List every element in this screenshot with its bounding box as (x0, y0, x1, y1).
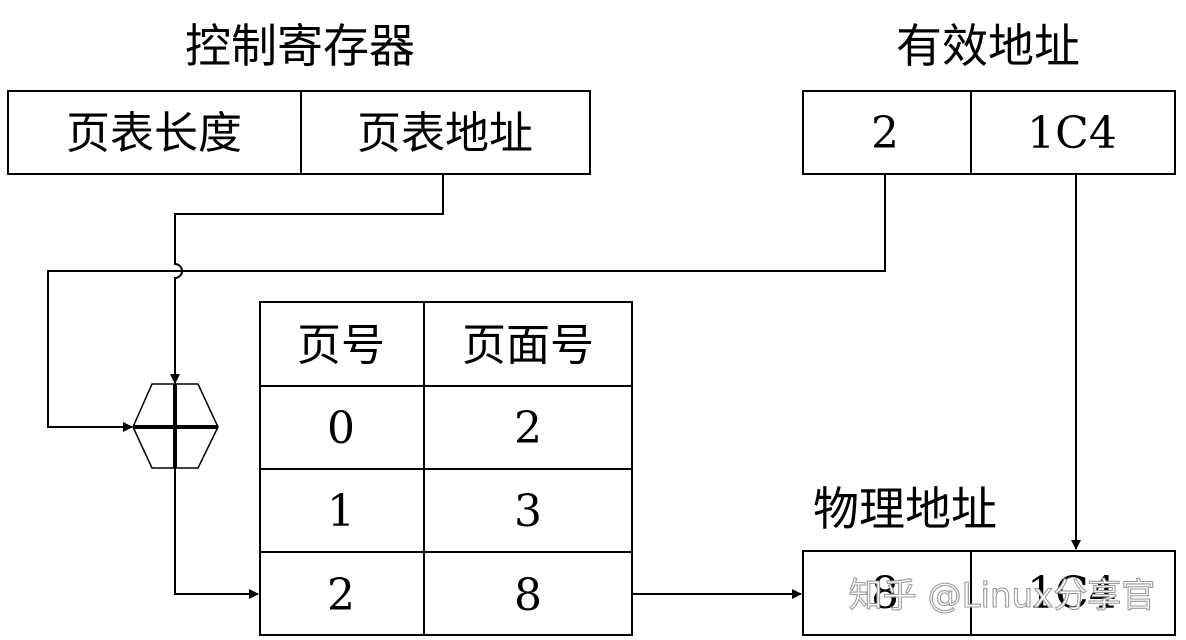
page-table-row-0-frame: 2 (514, 403, 542, 454)
page-table-row-1-frame: 3 (514, 486, 542, 537)
page-table-row-1-page: 1 (327, 486, 355, 537)
adder-to-page-table-connector (174, 468, 259, 599)
page-table-address-connector (170, 174, 444, 384)
page-table-row-0-page: 0 (327, 403, 355, 454)
page-number-connector (47, 174, 886, 432)
physical-frame-number: 8 (871, 568, 899, 619)
page-table-header-page: 页号 (297, 320, 385, 371)
page-table-header-frame: 页面号 (462, 320, 594, 371)
physical-address-title: 物理地址 (813, 482, 997, 536)
adder-symbol (132, 383, 219, 469)
page-table-address-cell: 页表地址 (357, 108, 533, 159)
effective-offset: 1C4 (1027, 108, 1117, 159)
page-table: 页号 页面号 0 2 1 3 2 8 (259, 301, 633, 636)
control-register-title: 控制寄存器 (185, 19, 415, 73)
page-table-row-2-frame: 8 (514, 570, 542, 621)
page-table-row-2-page: 2 (327, 570, 355, 621)
physical-address-box: 8 1C4 (802, 550, 1176, 636)
effective-address-title: 有效地址 (896, 19, 1080, 73)
effective-page-number: 2 (871, 108, 899, 159)
effective-address-box: 2 1C4 (802, 90, 1176, 175)
physical-offset: 1C4 (1027, 568, 1117, 619)
watermark: 知乎 @Linux分享官 (849, 576, 1155, 616)
control-register-box: 页表长度 页表地址 (7, 90, 591, 175)
page-table-length-cell: 页表长度 (66, 108, 242, 159)
